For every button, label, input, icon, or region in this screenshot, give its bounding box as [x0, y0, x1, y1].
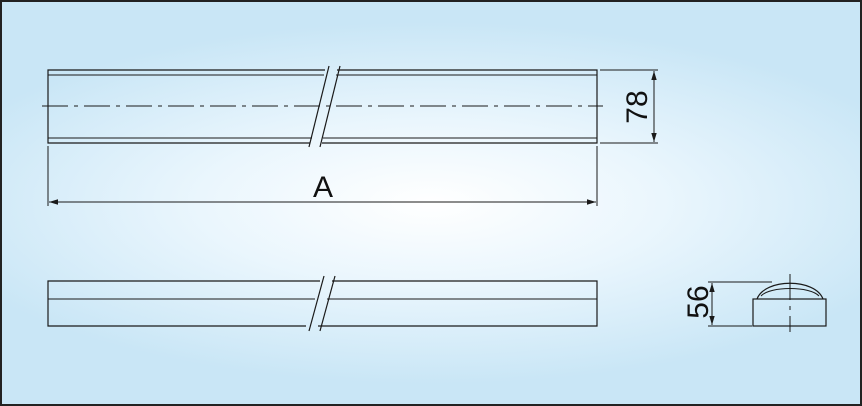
side-view-outline-left	[47, 280, 320, 327]
end-view: 56	[682, 274, 827, 332]
length-dimension: A	[47, 146, 598, 206]
side-view	[47, 275, 598, 332]
side-view-outline-right	[318, 280, 598, 327]
side-break-line-1	[308, 275, 325, 332]
height-dimension: 78	[600, 69, 658, 144]
side-break-line-2	[319, 275, 336, 332]
length-dimension-label: A	[313, 171, 333, 204]
height-dimension-label: 78	[621, 90, 654, 123]
profile-dimension-label: 56	[682, 285, 715, 318]
top-view	[42, 65, 603, 148]
